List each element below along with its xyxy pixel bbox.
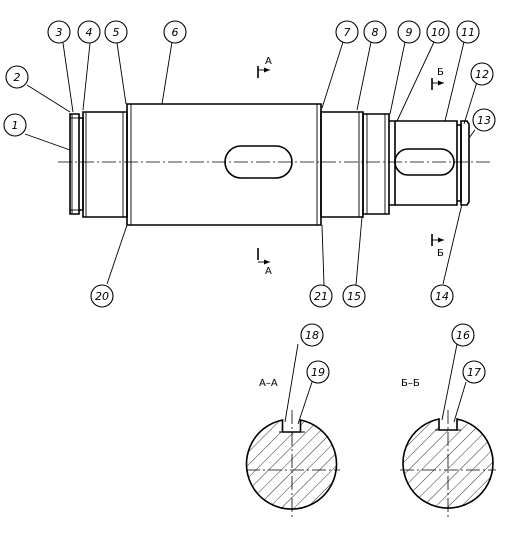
- shoulder: [389, 120, 396, 206]
- right-end: [460, 120, 470, 206]
- svg-text:2: 2: [14, 71, 21, 84]
- svg-text:21: 21: [314, 290, 328, 303]
- svg-text:11: 11: [461, 26, 475, 39]
- callout-18: 18: [300, 323, 324, 347]
- svg-text:1: 1: [12, 119, 19, 132]
- svg-text:14: 14: [435, 290, 449, 303]
- callout-17: 17: [462, 360, 486, 384]
- collar: [362, 113, 390, 215]
- svg-text:3: 3: [56, 26, 63, 39]
- right-journal: [320, 111, 364, 218]
- section-title-aa: А–А: [259, 378, 278, 389]
- callout-21: 21: [309, 284, 333, 308]
- svg-text:6: 6: [172, 26, 179, 39]
- section-mark-b-bottom: Б: [437, 248, 444, 259]
- section-title-bb: Б–Б: [401, 378, 420, 389]
- section-aa: А–А: [245, 343, 340, 520]
- svg-text:10: 10: [431, 26, 445, 39]
- section-mark-a-top: А: [265, 56, 272, 67]
- svg-text:4: 4: [86, 26, 93, 39]
- callout-2: 2: [5, 65, 29, 89]
- svg-text:20: 20: [95, 290, 109, 303]
- left-journal: [82, 111, 128, 218]
- svg-text:18: 18: [305, 329, 319, 342]
- callout-19: 19: [306, 360, 330, 384]
- callout-4: 4: [77, 20, 101, 44]
- callout-14: 14: [430, 284, 454, 308]
- callout-9: 9: [397, 20, 421, 44]
- svg-text:17: 17: [467, 366, 481, 379]
- section-mark-b-top: Б: [437, 67, 444, 78]
- main-body: [126, 103, 322, 226]
- section-aa-disc: [245, 419, 338, 510]
- keyway-output: [394, 148, 455, 176]
- svg-text:13: 13: [477, 114, 491, 127]
- output-end: [395, 120, 458, 206]
- callout-10: 10: [426, 20, 450, 44]
- callout-20: 20: [90, 284, 114, 308]
- callout-5: 5: [104, 20, 128, 44]
- section-a-markers: А А: [257, 56, 272, 277]
- callout-3: 3: [47, 20, 71, 44]
- callout-15: 15: [342, 284, 366, 308]
- svg-text:19: 19: [311, 366, 325, 379]
- keyway-main: [224, 145, 293, 179]
- callout-12: 12: [470, 62, 494, 86]
- leader-lines: [24, 41, 478, 286]
- callout-1: 1: [3, 113, 27, 137]
- callout-16: 16: [451, 323, 475, 347]
- svg-text:16: 16: [456, 329, 470, 342]
- left-end-step: [69, 113, 80, 215]
- svg-text:7: 7: [344, 26, 351, 39]
- section-bb: Б–Б: [400, 343, 496, 520]
- callout-11: 11: [456, 20, 480, 44]
- callout-6: 6: [163, 20, 187, 44]
- callout-8: 8: [363, 20, 387, 44]
- section-mark-a-bottom: А: [265, 266, 272, 277]
- svg-text:15: 15: [347, 290, 361, 303]
- svg-text:9: 9: [406, 26, 413, 39]
- svg-text:5: 5: [113, 26, 120, 39]
- svg-text:8: 8: [372, 26, 379, 39]
- callout-7: 7: [335, 20, 359, 44]
- shaft-outline: [58, 103, 490, 226]
- section-b-markers: Б Б: [431, 67, 444, 259]
- svg-text:12: 12: [475, 68, 489, 81]
- callout-13: 13: [472, 108, 496, 132]
